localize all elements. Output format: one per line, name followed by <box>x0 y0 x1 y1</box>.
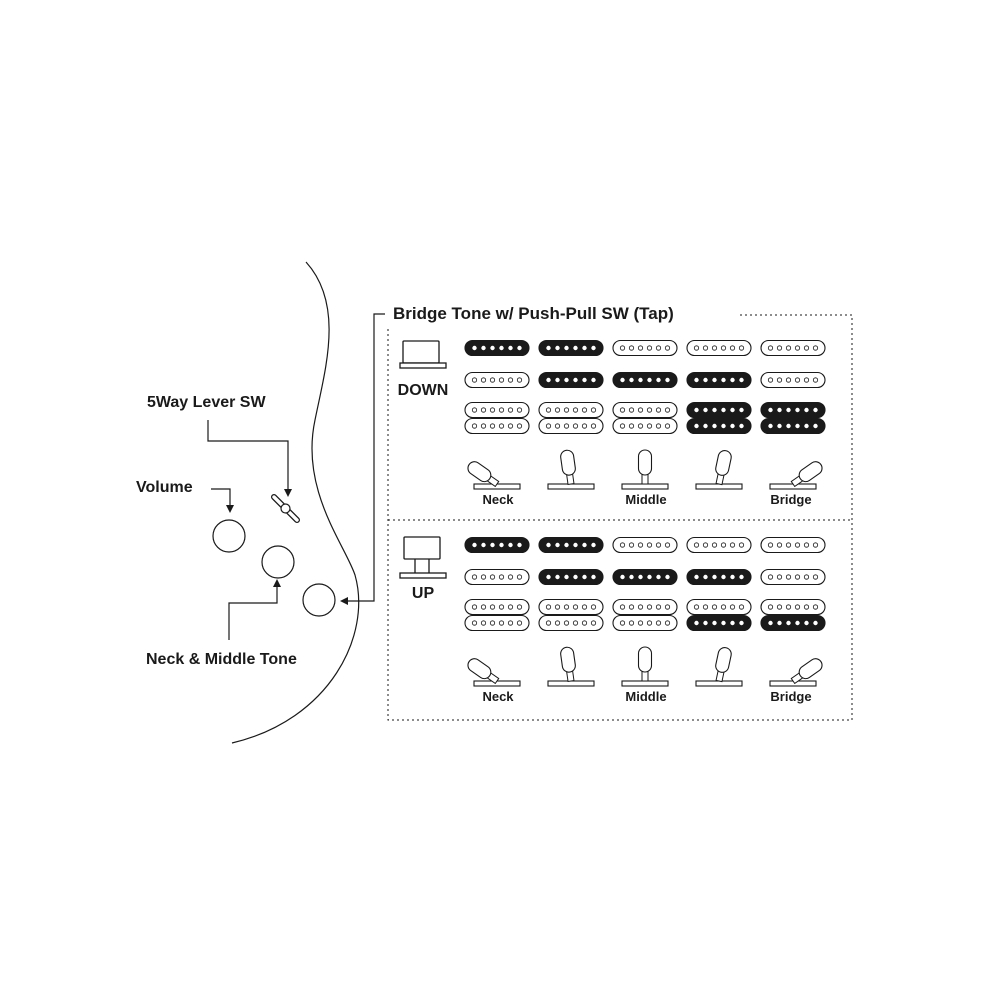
humbucker-coil-top <box>760 401 826 419</box>
humbucker-coil-bottom <box>612 417 678 435</box>
single-coil-pickup <box>612 371 678 389</box>
switch-position-icon <box>547 646 595 687</box>
humbucker-coil-bottom <box>686 417 752 435</box>
humbucker-coil-bottom <box>760 614 826 632</box>
single-coil-pickup <box>464 339 530 357</box>
humbucker-coil-top <box>538 598 604 616</box>
diagram-title: Bridge Tone w/ Push-Pull SW (Tap) <box>393 304 674 323</box>
volume-label: Volume <box>136 479 193 496</box>
panel-frame <box>387 314 853 721</box>
single-coil-pickup <box>538 371 604 389</box>
humbucker-coil-bottom <box>464 614 530 632</box>
leader-lines <box>207 313 385 640</box>
humbucker-coil-bottom <box>538 417 604 435</box>
switch-position-icon <box>467 461 521 490</box>
humbucker-coil-top <box>538 401 604 419</box>
position-label-middle: Middle <box>625 492 667 507</box>
single-coil-pickup <box>760 568 826 586</box>
single-coil-pickup <box>760 371 826 389</box>
volume-knob[interactable] <box>212 519 246 553</box>
position-label-neck: Neck <box>482 492 514 507</box>
single-coil-pickup <box>760 339 826 357</box>
humbucker-coil-bottom <box>760 417 826 435</box>
single-coil-pickup <box>612 536 678 554</box>
switch-position-icon <box>769 658 823 687</box>
single-coil-pickup <box>464 568 530 586</box>
position-label-neck: Neck <box>482 689 514 704</box>
bridge-tone-knob[interactable] <box>302 583 336 617</box>
neck-middle-tone-knob[interactable] <box>261 545 295 579</box>
lever-switch-label: 5Way Lever SW <box>147 394 266 411</box>
neck-middle-tone-label: Neck & Middle Tone <box>146 651 297 668</box>
humbucker-coil-bottom <box>612 614 678 632</box>
state-label-down: DOWN <box>397 382 449 399</box>
single-coil-pickup <box>612 568 678 586</box>
humbucker-coil-top <box>464 598 530 616</box>
switch-position-icon <box>621 646 669 687</box>
single-coil-pickup <box>538 568 604 586</box>
position-label-middle: Middle <box>625 689 667 704</box>
humbucker-coil-bottom <box>686 614 752 632</box>
guitar-body-outline <box>231 261 360 744</box>
single-coil-pickup <box>464 371 530 389</box>
single-coil-pickup <box>760 536 826 554</box>
switch-position-icon <box>769 461 823 490</box>
push-pull-up-icon <box>399 536 447 579</box>
single-coil-pickup <box>538 339 604 357</box>
humbucker-coil-top <box>464 401 530 419</box>
humbucker-coil-bottom <box>538 614 604 632</box>
position-label-bridge: Bridge <box>770 492 812 507</box>
humbucker-coil-top <box>760 598 826 616</box>
position-label-bridge: Bridge <box>770 689 812 704</box>
single-coil-pickup <box>686 536 752 554</box>
humbucker-coil-top <box>686 598 752 616</box>
humbucker-coil-bottom <box>464 417 530 435</box>
humbucker-coil-top <box>686 401 752 419</box>
push-pull-down-icon <box>399 340 447 369</box>
single-coil-pickup <box>464 536 530 554</box>
single-coil-pickup <box>686 371 752 389</box>
switch-position-icon <box>467 658 521 687</box>
switch-position-icon <box>695 647 743 687</box>
lever-switch-icon[interactable] <box>271 494 300 523</box>
state-label-up: UP <box>411 585 435 602</box>
humbucker-coil-top <box>612 598 678 616</box>
single-coil-pickup <box>686 339 752 357</box>
single-coil-pickup <box>612 339 678 357</box>
single-coil-pickup <box>538 536 604 554</box>
single-coil-pickup <box>686 568 752 586</box>
switch-position-icon <box>621 449 669 490</box>
humbucker-coil-top <box>612 401 678 419</box>
switch-position-icon <box>547 449 595 490</box>
switch-position-icon <box>695 450 743 490</box>
